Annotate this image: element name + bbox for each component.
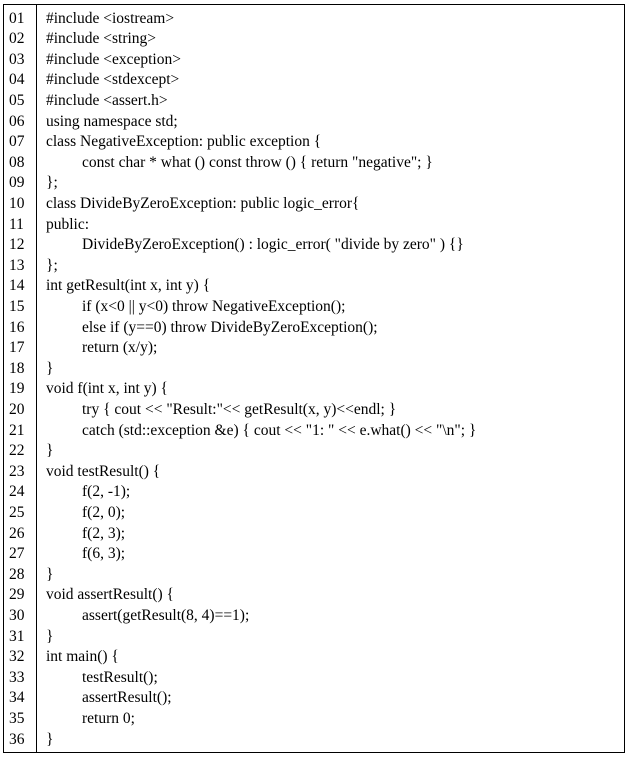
code-column: #include <iostream> #include <string> #inc… [37, 5, 624, 752]
code-line: }; [46, 174, 58, 192]
line-number: 07 [9, 133, 25, 151]
line-number: 34 [9, 689, 25, 707]
code-line: else if (y==0) throw DivideByZeroExcepti… [82, 318, 378, 336]
code-line: int getResult(int x, int y) { [46, 277, 211, 295]
code-line: void assertResult() { [46, 586, 174, 604]
code-line: const char * what () const throw () { re… [82, 153, 433, 171]
line-number: 17 [9, 339, 25, 357]
line-number: 02 [9, 30, 25, 48]
code-line: if (x<0 || y<0) throw NegativeException(… [82, 297, 346, 315]
code-line: } [46, 442, 54, 460]
line-number: 24 [9, 483, 25, 501]
line-number: 18 [9, 359, 25, 377]
code-line: public: [46, 215, 90, 233]
code-line: #include <exception> [46, 50, 181, 68]
code-line: #include <stdexcept> [46, 71, 180, 89]
code-line: testResult(); [82, 668, 158, 686]
code-line: } [46, 565, 54, 583]
code-line: return 0; [82, 709, 135, 727]
code-line: } [46, 627, 54, 645]
line-number: 05 [9, 91, 25, 109]
line-number: 16 [9, 318, 25, 336]
code-line: f(6, 3); [82, 545, 126, 563]
line-number: 08 [9, 153, 25, 171]
line-number: 26 [9, 524, 25, 542]
line-number: 29 [9, 586, 25, 604]
line-number: 01 [9, 9, 25, 27]
code-line: try { cout << "Result:"<< getResult(x, y… [82, 400, 397, 418]
line-number: 19 [9, 380, 25, 398]
line-number: 32 [9, 648, 25, 666]
code-line: void f(int x, int y) { [46, 380, 168, 398]
line-number: 27 [9, 545, 25, 563]
line-number: 28 [9, 565, 25, 583]
code-line: } [46, 730, 54, 748]
line-number: 21 [9, 421, 25, 439]
line-number: 20 [9, 400, 25, 418]
code-line: } [46, 359, 54, 377]
line-number: 22 [9, 442, 25, 460]
line-number: 11 [9, 215, 24, 233]
line-number: 03 [9, 50, 25, 68]
code-line: #include <assert.h> [46, 91, 168, 109]
code-line: int main() { [46, 648, 119, 666]
code-listing-table: 01 02 03 04 05 06 07 08 09 10 11 12 13 14 15 16 17 18 19 20… [3, 4, 625, 753]
line-number: 12 [9, 236, 25, 254]
code-line: f(2, -1); [82, 483, 131, 501]
code-line: using namespace std; [46, 112, 178, 130]
code-line: class NegativeException: public exceptio… [46, 133, 322, 151]
line-number: 13 [9, 256, 25, 274]
line-number: 10 [9, 194, 25, 212]
code-line: DivideByZeroException() : logic_error( "… [82, 236, 464, 254]
line-number: 33 [9, 668, 25, 686]
code-line: #include <iostream> [46, 9, 175, 27]
code-line: class DivideByZeroException: public logi… [46, 194, 360, 212]
line-number: 09 [9, 174, 25, 192]
line-number: 30 [9, 606, 25, 624]
line-number: 15 [9, 297, 25, 315]
line-number: 04 [9, 71, 25, 89]
code-line: #include <string> [46, 30, 157, 48]
line-number: 25 [9, 503, 25, 521]
code-line: void testResult() { [46, 462, 161, 480]
code-line: f(2, 3); [82, 524, 126, 542]
code-line: assertResult(); [82, 689, 172, 707]
line-number: 35 [9, 709, 25, 727]
line-number: 23 [9, 462, 25, 480]
code-line: f(2, 0); [82, 503, 126, 521]
line-number: 36 [9, 730, 25, 748]
code-line: return (x/y); [82, 339, 158, 357]
line-number: 14 [9, 277, 25, 295]
line-number-column: 01 02 03 04 05 06 07 08 09 10 11 12 13 14 15 16 17 18 19 20… [4, 5, 37, 752]
line-number: 31 [9, 627, 25, 645]
line-number: 06 [9, 112, 25, 130]
code-line: assert(getResult(8, 4)==1); [82, 606, 250, 624]
code-line: }; [46, 256, 58, 274]
code-line: catch (std::exception &e) { cout << "1: … [82, 421, 477, 439]
